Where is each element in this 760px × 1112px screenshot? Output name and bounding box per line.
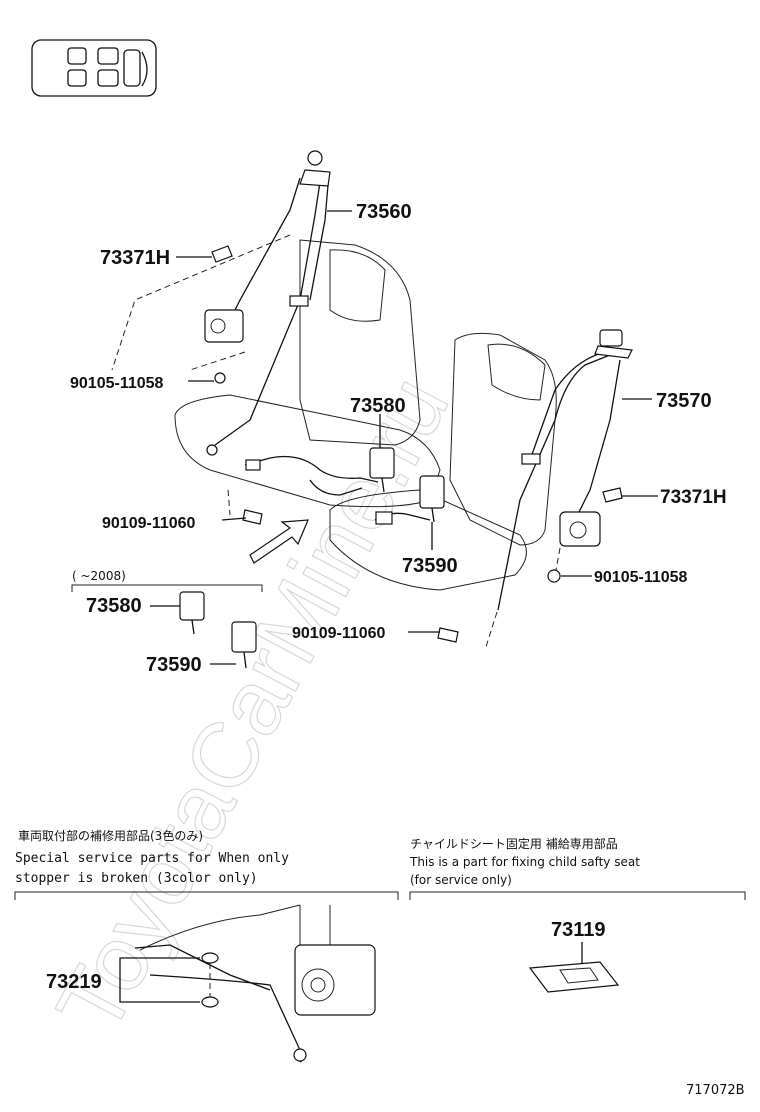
part-number-73371h-left: 73371H — [100, 247, 170, 269]
part-number-73590-main: 73590 — [402, 555, 458, 577]
stopper-note-en-line1: Special service parts for When only — [15, 851, 289, 866]
callout-73371h-right: 73371H — [622, 487, 727, 508]
callout-90105-left: 90105-11058 — [70, 375, 214, 392]
right-seat-illustration — [329, 329, 633, 651]
child-seat-note-en-line2: (for service only) — [410, 873, 512, 887]
part-number-73119: 73119 — [551, 919, 606, 941]
part-number-90105-right: 90105-11058 — [594, 569, 688, 586]
callout-73570: 73570 — [622, 390, 712, 412]
callout-73560: 73560 — [327, 201, 412, 223]
stopper-note-en-line2: stopper is broken (3color only) — [15, 871, 258, 886]
part-number-73371h-right: 73371H — [660, 487, 727, 508]
child-seat-note-en-line1: This is a part for fixing child safty se… — [409, 855, 640, 869]
part-number-73590-old: 73590 — [146, 654, 202, 676]
part-number-73580-main: 73580 — [350, 395, 406, 417]
part-number-90109-left: 90109-11060 — [102, 515, 196, 532]
part-number-73560: 73560 — [356, 201, 412, 223]
callout-90109-left: 90109-11060 — [102, 515, 247, 532]
child-seat-note-jp: チャイルドシート固定用 補給専用部品 — [410, 836, 618, 851]
stopper-note-jp: 車両取付部の補修用部品(3色のみ) — [18, 828, 203, 843]
callout-90109-right: 90109-11060 — [292, 625, 440, 642]
part-number-73219: 73219 — [46, 971, 102, 993]
callout-90105-right: 90105-11058 — [561, 569, 688, 586]
part-number-90109-right: 90109-11060 — [292, 625, 386, 642]
pre-2008-buckles: ( ~2008) 73580 73590 — [71, 569, 263, 676]
figure-code: 717072B — [686, 1083, 745, 1098]
part-number-73580-old: 73580 — [86, 595, 142, 617]
service-parts-stopper: 車両取付部の補修用部品(3色のみ) Special service parts … — [14, 828, 399, 1063]
callout-73580-main: 73580 — [350, 395, 406, 448]
part-number-73570: 73570 — [656, 390, 712, 412]
year-range-label: ( ~2008) — [72, 569, 126, 583]
part-number-90105-left: 90105-11058 — [70, 375, 164, 392]
callout-73590-main: 73590 — [402, 522, 458, 577]
child-seat-part: チャイルドシート固定用 補給専用部品 This is a part for fi… — [409, 836, 746, 993]
callout-73371h-left: 73371H — [100, 247, 212, 269]
vehicle-layout-icon — [31, 39, 157, 97]
